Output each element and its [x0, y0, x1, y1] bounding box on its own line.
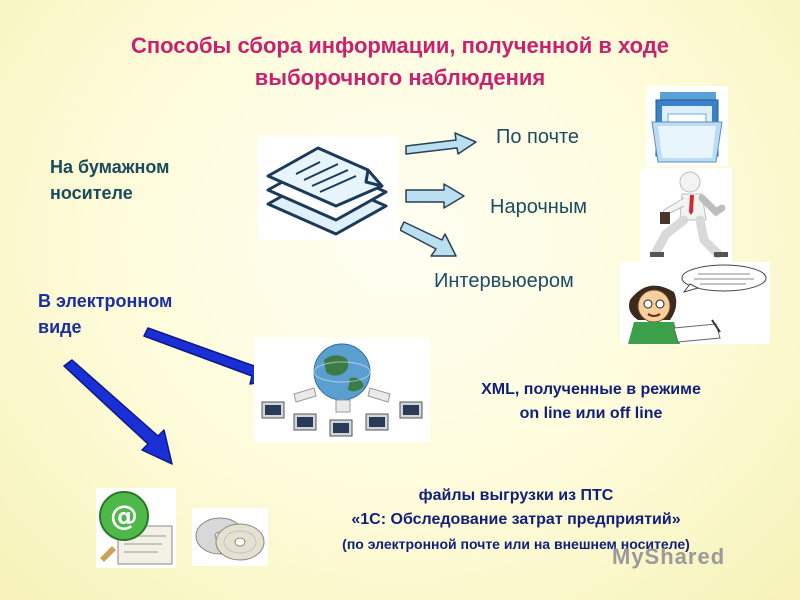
method-interviewer: Интервьюером	[434, 270, 574, 293]
watermark-logo: MyShared	[612, 544, 725, 570]
mail-folder-icon	[646, 86, 728, 166]
email-at-icon: @	[96, 488, 176, 568]
paper-label-line-2: носителе	[50, 180, 169, 206]
xml-label: XML, полученные в режиме on line или off…	[436, 378, 746, 426]
network-globe-icon	[254, 338, 430, 442]
arrow-to-courier	[406, 184, 464, 208]
page-title: Способы сбора информации, полученной в х…	[40, 30, 760, 94]
arrow-to-mail	[406, 133, 476, 154]
arrow-to-files	[64, 360, 172, 464]
watermark-text: MyShared	[612, 544, 725, 569]
documents-icon	[258, 136, 398, 240]
paper-arrows	[400, 126, 490, 266]
cd-discs-icon	[192, 508, 268, 566]
paper-label-line-1: На бумажном	[50, 154, 169, 180]
arrow-to-interviewer	[400, 222, 456, 256]
method-mail: По почте	[496, 126, 579, 149]
title-line-1: Способы сбора информации, полученной в х…	[40, 30, 760, 62]
files-label-line-2: «1С: Обследование затрат предприятий»	[296, 508, 736, 532]
interviewer-cartoon-icon	[620, 262, 770, 344]
electronic-label-line-1: В электронном	[38, 288, 172, 314]
xml-label-line-1: XML, полученные в режиме	[436, 378, 746, 402]
svg-text:@: @	[110, 499, 138, 532]
xml-label-line-2: on line или off line	[436, 402, 746, 426]
method-courier: Нарочным	[490, 196, 587, 219]
paper-label: На бумажном носителе	[50, 154, 169, 206]
files-label-line-1: файлы выгрузки из ПТС	[296, 484, 736, 508]
running-man-icon	[640, 168, 732, 262]
